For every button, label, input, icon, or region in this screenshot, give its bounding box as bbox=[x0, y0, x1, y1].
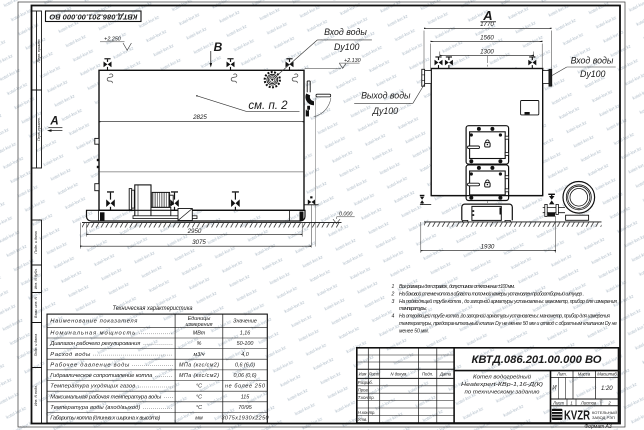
svg-text:1: 1 bbox=[392, 284, 395, 290]
svg-text:Взам. инв. N: Взам. инв. N bbox=[34, 297, 38, 318]
svg-text:0.000: 0.000 bbox=[339, 211, 353, 217]
svg-text:+2.130: +2.130 bbox=[344, 58, 361, 64]
svg-text:Гидравлическое сопротивление к: Гидравлическое сопротивление котла bbox=[50, 373, 153, 379]
svg-text:На боковой стенке котла в обла: На боковой стенке котла в области топочн… bbox=[399, 290, 584, 297]
svg-text:Лит.: Лит. bbox=[556, 372, 567, 377]
svg-text:0,06 (0,6): 0,06 (0,6) bbox=[233, 373, 256, 379]
svg-text:Лист: Лист bbox=[552, 400, 564, 405]
svg-text:3075х1930х2250: 3075х1930х2250 bbox=[222, 416, 269, 422]
svg-text:Перв. примен.: Перв. примен. bbox=[37, 117, 41, 141]
svg-text:70/95: 70/95 bbox=[238, 405, 252, 411]
svg-text:50-100: 50-100 bbox=[237, 341, 254, 347]
svg-text:1300: 1300 bbox=[480, 48, 494, 55]
svg-text:°С: °С bbox=[196, 394, 202, 400]
svg-text:Рабочее давление воды: Рабочее давление воды bbox=[50, 362, 130, 368]
svg-text:2950: 2950 bbox=[187, 228, 202, 235]
svg-text:Максимальная рабочая температу: Максимальная рабочая температура воды bbox=[50, 394, 162, 400]
svg-text:0,6 (6,0): 0,6 (6,0) bbox=[235, 362, 255, 368]
svg-text:А: А bbox=[482, 8, 492, 23]
svg-text:На подводящей трубе котла ,: На подводящей трубе котла , до запорной … bbox=[399, 298, 617, 305]
svg-text:Масса: Масса bbox=[578, 372, 591, 377]
svg-text:Выход воды: Выход воды bbox=[361, 91, 411, 101]
svg-text:КВТД.086.201.00.000 ВО: КВТД.086.201.00.000 ВО bbox=[49, 12, 138, 19]
svg-text:м3/ч: м3/ч bbox=[194, 352, 205, 358]
svg-text:Температура уходящих газов: Температура уходящих газов bbox=[50, 384, 135, 390]
svg-text:Dy100: Dy100 bbox=[580, 69, 606, 79]
svg-text:4: 4 bbox=[392, 314, 395, 320]
svg-text:°С: °С bbox=[196, 384, 202, 390]
svg-text:И: И bbox=[552, 386, 557, 392]
svg-text:Перв. примен.: Перв. примен. bbox=[37, 39, 41, 63]
svg-text:Подп. и дата: Подп. и дата bbox=[34, 334, 38, 357]
svg-text:Вход воды: Вход воды bbox=[324, 27, 367, 37]
svg-text:B: B bbox=[214, 40, 223, 54]
svg-text:2: 2 bbox=[607, 400, 611, 405]
svg-text:N докум.: N докум. bbox=[391, 371, 408, 376]
svg-text:Температура воды (вход/выход): Температура воды (вход/выход) bbox=[50, 405, 140, 411]
svg-text:Масштаб: Масштаб bbox=[597, 372, 617, 377]
svg-text:менее 50 мм.: менее 50 мм. bbox=[399, 328, 429, 334]
svg-text:не более 250: не более 250 bbox=[225, 384, 265, 390]
svg-text:4,0: 4,0 bbox=[241, 352, 249, 358]
svg-text:1930: 1930 bbox=[481, 243, 495, 250]
svg-text:На отводящей трубе котла ,до з: На отводящей трубе котла ,до запорной ар… bbox=[399, 313, 610, 320]
svg-text:1560: 1560 bbox=[480, 34, 494, 41]
svg-text:Вход воды: Вход воды bbox=[571, 55, 614, 65]
svg-text:МПа (кгс/см2): МПа (кгс/см2) bbox=[179, 373, 219, 379]
svg-text:Техническая характеристика: Техническая характеристика bbox=[113, 306, 194, 312]
svg-text:Инв. N подл.: Инв. N подл. bbox=[34, 385, 38, 406]
svg-text:Расход воды: Расход воды bbox=[50, 352, 91, 358]
svg-text:Инв. N дубл.: Инв. N дубл. bbox=[34, 268, 38, 289]
svg-text:Ду100: Ду100 bbox=[372, 106, 398, 116]
svg-text:Изм: Изм bbox=[359, 371, 367, 376]
svg-text:Пров.: Пров. bbox=[358, 388, 369, 393]
svg-text:температуры.: температуры. bbox=[399, 306, 427, 312]
svg-text:Т.контр.: Т.контр. bbox=[358, 395, 375, 400]
svg-text:Номинальная мощность: Номинальная мощность bbox=[50, 331, 135, 337]
svg-text:KVZR: KVZR bbox=[564, 408, 590, 422]
svg-text:Все размеры для справок , допу: Все размеры для справок , допустимое отк… bbox=[399, 284, 515, 290]
svg-text:Н.контр.: Н.контр. bbox=[358, 410, 376, 415]
svg-text:3: 3 bbox=[392, 299, 395, 305]
svg-text:Формат А3: Формат А3 bbox=[584, 424, 612, 430]
svg-text:Котел водогрейный: Котел водогрейный bbox=[473, 374, 531, 381]
svg-text:2: 2 bbox=[391, 291, 395, 297]
svg-text:Значение: Значение bbox=[233, 319, 257, 325]
svg-text:+2.250: +2.250 bbox=[104, 36, 121, 42]
svg-text:Лист: Лист bbox=[368, 371, 380, 376]
svg-text:ЗАВОД РЭП: ЗАВОД РЭП bbox=[592, 415, 615, 420]
svg-text:1:20: 1:20 bbox=[601, 386, 613, 392]
svg-text:А: А bbox=[49, 116, 58, 128]
svg-text:1: 1 bbox=[570, 400, 572, 405]
svg-text:температуры, предохранительный: температуры, предохранительный клапан Dу… bbox=[399, 320, 617, 327]
svg-text:Листов: Листов bbox=[580, 400, 597, 405]
svg-text:КОТЕЛЬНЫЙ: КОТЕЛЬНЫЙ bbox=[592, 410, 617, 415]
svg-text:Dy100: Dy100 bbox=[334, 42, 360, 52]
svg-text:МПа (кгс/см2): МПа (кгс/см2) bbox=[179, 362, 219, 368]
svg-text:по техническому заданию: по техническому заданию bbox=[465, 390, 540, 396]
svg-text:1,16: 1,16 bbox=[240, 331, 251, 337]
svg-text:мм: мм bbox=[195, 416, 203, 422]
svg-text:3075: 3075 bbox=[192, 239, 206, 246]
svg-text:1770: 1770 bbox=[480, 21, 494, 28]
svg-text:Подп. и дата: Подп. и дата bbox=[34, 231, 38, 254]
svg-text:Габариты котла (длинна х ширин: Габариты котла (длинна х ширина х высота… bbox=[50, 416, 160, 422]
svg-text:Диапазон рабочего регулировани: Диапазон рабочего регулирования bbox=[49, 341, 140, 347]
svg-text:см. п. 2: см. п. 2 bbox=[248, 100, 288, 112]
svg-text:Heatexpert-КВр-1,16-Д(К): Heatexpert-КВр-1,16-Д(К) bbox=[461, 382, 543, 388]
svg-text:Подп.: Подп. bbox=[422, 371, 433, 376]
svg-text:Дата: Дата bbox=[439, 371, 452, 376]
svg-text:2825: 2825 bbox=[192, 114, 207, 121]
svg-text:Утв.: Утв. bbox=[358, 417, 368, 422]
svg-text:%: % bbox=[197, 341, 202, 347]
svg-text:Разраб.: Разраб. bbox=[358, 380, 373, 385]
svg-text:°С: °С bbox=[196, 405, 202, 411]
svg-text:измерения: измерения bbox=[186, 322, 213, 328]
svg-text:115: 115 bbox=[241, 394, 251, 400]
svg-text:КВТД.086.201.00.000 ВО: КВТД.086.201.00.000 ВО bbox=[472, 354, 602, 366]
svg-text:Единицы: Единицы bbox=[188, 316, 211, 322]
svg-text:МВт: МВт bbox=[193, 331, 206, 337]
svg-text:Наименование показателя: Наименование показателя bbox=[50, 319, 137, 325]
